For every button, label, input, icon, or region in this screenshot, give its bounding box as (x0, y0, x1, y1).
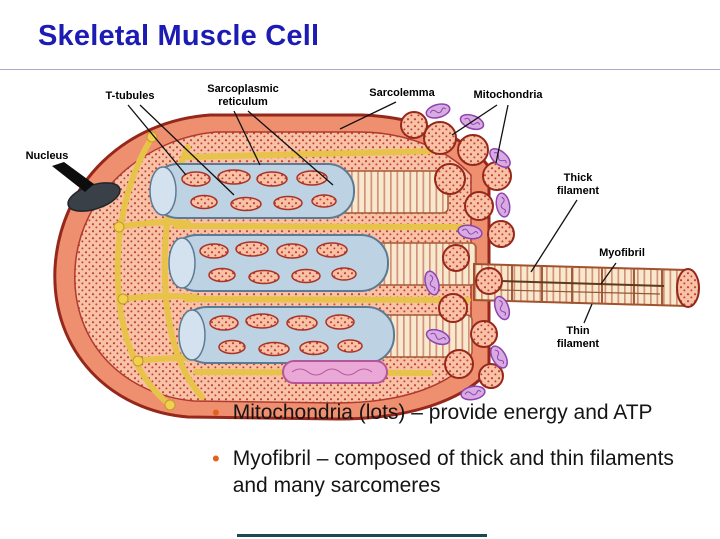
bullet-item-myofibril: • Myofibril – composed of thick and thin… (212, 445, 709, 499)
thin-filament-line (499, 289, 661, 295)
mitochondrion-large (282, 360, 388, 384)
myofibril-row-3 (178, 306, 473, 364)
bullet-text-myofibril: Myofibril – composed of thick and thin f… (232, 447, 674, 497)
bullet-marker: • (212, 446, 220, 471)
bullet-text-mitochondria: Mitochondria (lots) – provide energy and… (232, 401, 653, 424)
page-title: Skeletal Muscle Cell (38, 20, 320, 52)
sarcomere-z-lines (511, 266, 663, 305)
muscle-illustration (52, 101, 700, 421)
bullet-list: • Mitochondria (lots) – provide energy a… (212, 399, 709, 518)
myofibril-row-1 (149, 163, 449, 219)
thick-filament-line (499, 280, 665, 287)
bottom-partial-edge (237, 534, 487, 537)
label-t-tubules: T-tubules (105, 90, 155, 102)
fascicle-cross-sections (400, 111, 515, 389)
label-sarcolemma: Sarcolemma (369, 87, 435, 99)
sr-junction-nodes (113, 131, 176, 411)
bullet-marker: • (212, 400, 220, 425)
label-nucleus: Nucleus (25, 150, 69, 162)
label-thin-filament: Thin filament (556, 325, 600, 350)
leader-lines (127, 101, 617, 324)
label-myofibril: Myofibril (599, 247, 645, 259)
label-thick-filament: Thick filament (556, 172, 600, 197)
bullet-item-mitochondria: • Mitochondria (lots) – provide energy a… (212, 399, 709, 426)
label-mitochondria: Mitochondria (473, 89, 543, 101)
extended-myofibril (473, 262, 700, 308)
nucleus-arrow (52, 162, 94, 192)
title-divider (0, 69, 720, 70)
label-sarcoplasmic-reticulum: Sarcoplasmic reticulum (207, 83, 279, 108)
myofibril-end-cap (676, 268, 700, 308)
muscle-cell-diagram: T-tubules Sarcoplasmic reticulum Sarcole… (0, 75, 720, 440)
